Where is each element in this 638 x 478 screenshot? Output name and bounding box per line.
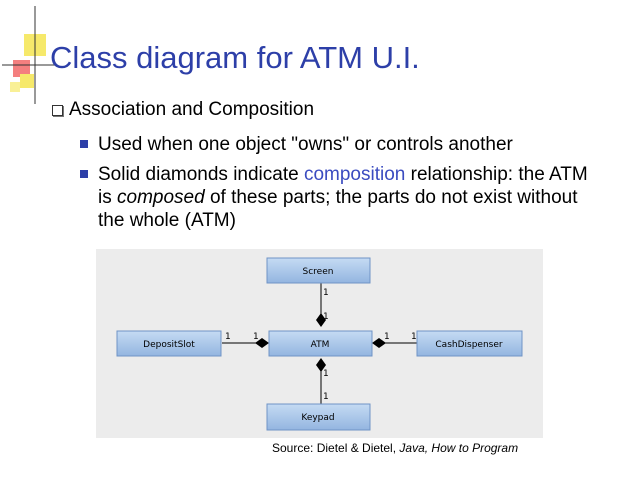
multiplicity-label: 1 [323,369,329,379]
class-keypad: Keypad [266,403,371,431]
svg-text:CashDispenser: CashDispenser [435,340,502,350]
composition-term: composition [303,164,406,185]
bullet-level2-a: Used when one object "owns" or controls … [78,133,598,156]
svg-text:ATM: ATM [311,340,330,350]
svg-text:DepositSlot: DepositSlot [143,340,195,350]
composition-diamond [255,338,269,348]
composition-diamond [372,338,386,348]
source-citation: Source: Dietel & Dietel, Java, How to Pr… [272,441,519,455]
slide-title: Class diagram for ATM U.I. [50,40,420,75]
square-bullet-icon [80,140,88,148]
multiplicity-label: 1 [384,332,390,342]
multiplicity-label: 1 [253,332,259,342]
svg-text:Keypad: Keypad [301,413,334,423]
multiplicity-label: 1 [411,332,417,342]
bullet-level1: Association and Composition [50,98,314,121]
outline-square-bullet-icon [52,105,63,116]
multiplicity-label: 1 [323,392,329,402]
class-screen: Screen [266,257,371,284]
class-cash-dispenser: CashDispenser [416,330,523,357]
multiplicity-label: 1 [225,332,231,342]
composition-diamond [316,313,326,327]
composition-diamond [316,358,326,372]
multiplicity-label: 1 [323,288,329,298]
bullet-level2-b: Solid diamonds indicate composition rela… [78,163,598,232]
square-bullet-icon [80,170,88,178]
class-atm: ATM [268,330,373,357]
bullet-level2-a-text: Used when one object "owns" or controls … [98,134,513,155]
class-diagram: 1 1 1 1 1 1 1 1 Screen ATM Keypad Deposi… [96,249,543,438]
bullet-level1-text: Association and Composition [69,99,315,120]
svg-text:Screen: Screen [303,267,334,277]
corner-decoration [0,0,60,105]
class-deposit-slot: DepositSlot [116,330,222,357]
multiplicity-label: 1 [323,312,329,322]
bullet-level2-b-text: Solid diamonds indicate composition rela… [98,164,588,231]
